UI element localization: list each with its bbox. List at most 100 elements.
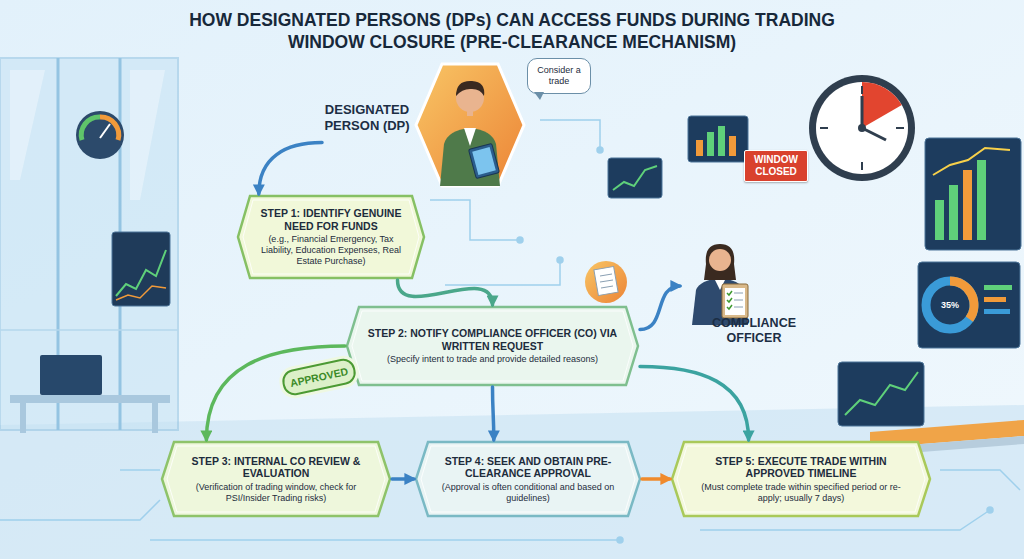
wall-clock: [816, 82, 908, 174]
step-heading: STEP 4: SEEK AND OBTAIN PRE-CLEARANCE AP…: [434, 455, 622, 480]
step-text: STEP 4: SEEK AND OBTAIN PRE-CLEARANCE AP…: [434, 455, 622, 504]
step-text-area: STEP 1: IDENTIFY GENUINE NEED FOR FUNDS(…: [256, 199, 406, 275]
wall-clock: [862, 82, 902, 128]
glass-wall: [0, 329, 178, 331]
step-heading: STEP 5: EXECUTE TRADE WITHIN APPROVED TI…: [690, 455, 912, 480]
officer-label: COMPLIANCE OFFICER: [698, 316, 810, 346]
status-tag: WINDOW CLOSED: [744, 150, 808, 182]
circuit-lines: [0, 120, 1020, 543]
monitor-bar-chart: [696, 140, 703, 156]
gauge-icon: [81, 117, 100, 140]
circuit-lines: [445, 260, 560, 285]
hexagon-inner-line: [352, 311, 633, 381]
office-desk: [10, 395, 170, 403]
monitor-trend-chart: [838, 362, 924, 426]
monitor-pie-chart: [984, 309, 1010, 314]
monitor-bar-chart: [718, 126, 725, 156]
step-description: (Must complete trade within specified pe…: [690, 482, 912, 504]
officer-illustration: [722, 284, 748, 318]
monitor-bar-chart: [688, 116, 748, 162]
person-illustration: [472, 147, 496, 175]
wall-clock: [809, 75, 915, 181]
officer-illustration: [725, 288, 745, 315]
document-icon: [585, 261, 627, 303]
monitor-dashboard: [933, 148, 1010, 175]
wall-clock: [809, 75, 915, 181]
step-text-area: STEP 4: SEEK AND OBTAIN PRE-CLEARANCE AP…: [434, 445, 622, 513]
monitor-dashboard: [925, 138, 1021, 250]
person-illustration: [456, 81, 484, 96]
monitor-trend-chart: [845, 372, 918, 415]
officer-illustration: [680, 240, 760, 325]
person-illustration: [414, 62, 526, 188]
glass-wall: [0, 58, 178, 430]
person-label: DESIGNATED PERSON (DP): [322, 102, 412, 134]
wall-clock: [861, 96, 864, 128]
circuit-lines: [617, 537, 623, 543]
officer-name: COMPLIANCE OFFICER: [698, 316, 810, 346]
step-heading: STEP 2: NOTIFY COMPLIANCE OFFICER (CO) V…: [365, 327, 620, 352]
step-description: (e.g., Financial Emergency, Tax Liabilit…: [256, 234, 406, 266]
circuit-lines: [150, 539, 620, 541]
monitor-pie-chart: [918, 262, 1020, 348]
wall-clock: [820, 127, 828, 129]
document-icon: [585, 261, 627, 303]
monitor-bar-chart: [707, 132, 714, 156]
circuit-lines: [987, 507, 993, 513]
person-name: DESIGNATED PERSON (DP): [322, 102, 412, 134]
flow-arrow: [259, 143, 322, 194]
hexagon-outline: [162, 442, 390, 516]
step-box: STEP 3: INTERNAL CO REVIEW & EVALUATION(…: [160, 440, 392, 518]
circuit-lines: [0, 500, 160, 520]
circuit-lines: [430, 200, 520, 240]
wall-dashboard: [112, 232, 170, 306]
monitor-line-chart: [613, 166, 657, 190]
hexagon-outline: [416, 442, 640, 516]
monitor-pie-chart: [918, 262, 1020, 348]
glass-wall: [130, 70, 165, 200]
monitor-pie-chart: [984, 297, 1006, 302]
office-desk: [20, 403, 26, 433]
speech-bubble: Consider a trade: [527, 58, 591, 94]
step-text: STEP 5: EXECUTE TRADE WITHIN APPROVED TI…: [690, 455, 912, 504]
officer-illustration: [734, 300, 743, 301]
monitor-bar-chart: [729, 136, 736, 156]
step-heading: STEP 1: IDENTIFY GENUINE NEED FOR FUNDS: [256, 207, 406, 232]
step-description: (Specify intent to trade and provide det…: [365, 354, 620, 365]
monitor-dashboard: [977, 160, 986, 240]
monitor-trend-chart: [838, 362, 924, 426]
flow-arrow: [640, 367, 749, 441]
monitor-pie-chart: [984, 285, 1012, 290]
monitor-dashboard: [949, 185, 958, 240]
step-heading: STEP 3: INTERNAL CO REVIEW & EVALUATION: [180, 455, 372, 480]
bubble-text: Consider a trade: [528, 65, 590, 87]
wall-clock: [862, 128, 886, 140]
gauge-icon: [100, 117, 119, 140]
officer-illustration: [727, 305, 732, 309]
circuit-lines: [517, 237, 523, 243]
step-text: STEP 1: IDENTIFY GENUINE NEED FOR FUNDS(…: [256, 207, 406, 267]
wall-dashboard: [116, 286, 166, 300]
gauge-icon: [76, 111, 124, 159]
step-box: STEP 1: IDENTIFY GENUINE NEED FOR FUNDS(…: [236, 194, 426, 280]
office-desk: [40, 355, 102, 395]
step-text: STEP 2: NOTIFY COMPLIANCE OFFICER (CO) V…: [365, 327, 620, 365]
monitor-line-chart: [608, 158, 662, 198]
monitor-line-chart: [608, 158, 662, 198]
hexagon-outline: [238, 196, 424, 278]
wall-dashboard: [116, 250, 166, 296]
circuit-lines: [120, 469, 160, 471]
step-box: STEP 5: EXECUTE TRADE WITHIN APPROVED TI…: [670, 440, 932, 518]
flow-arrow: [640, 286, 680, 330]
person-illustration: [414, 62, 526, 188]
circuit-lines: [597, 147, 603, 153]
circuit-lines: [540, 120, 600, 150]
officer-illustration: [680, 240, 760, 325]
hexagon-inner-line: [421, 446, 635, 512]
monitor-bar-chart: [688, 116, 748, 162]
monitor-dashboard: [935, 200, 944, 240]
person-illustration: [469, 143, 500, 178]
officer-illustration: [709, 249, 731, 271]
